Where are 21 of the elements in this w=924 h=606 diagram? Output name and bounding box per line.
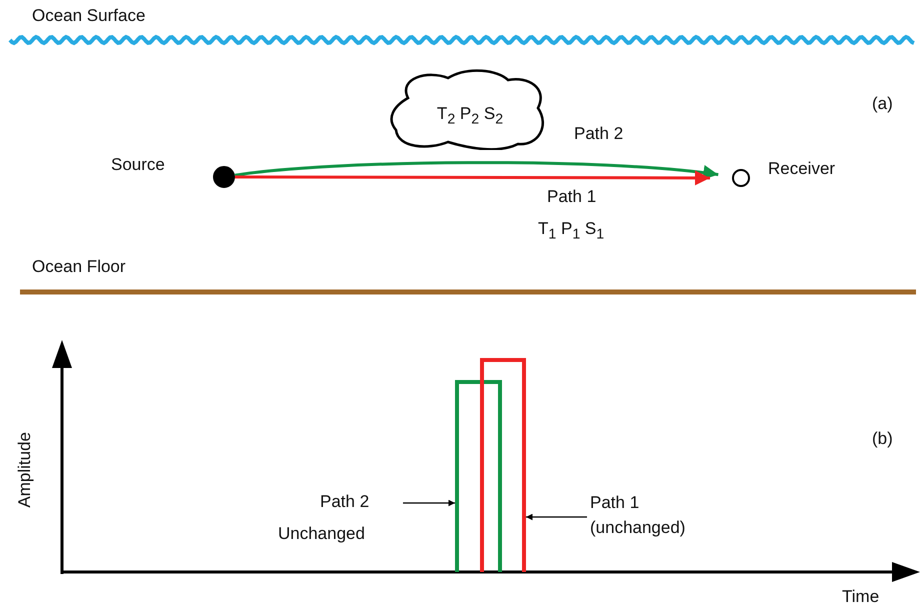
pulse-label: Path 2 (320, 492, 370, 512)
source-dot (213, 166, 235, 188)
leader-arrow (526, 514, 587, 520)
pulse (455, 380, 502, 572)
panel-label: (a) (872, 94, 893, 114)
axis-title: Amplitude (15, 430, 35, 510)
water-properties: T$_{1}$ P$_{1}$ S$_{1}$ (538, 219, 604, 243)
floor-label: Ocean Floor (32, 257, 126, 277)
water-properties: T$_{2}$ P$_{2}$ S$_{2}$ (436, 104, 504, 128)
panel-label: (b) (872, 429, 893, 449)
receiver-circle (732, 169, 750, 187)
pulse-label: Path 1 (590, 493, 640, 513)
receiver-label: Receiver (768, 159, 836, 179)
pulse-note: Unchanged (278, 524, 365, 544)
signal-path-arrow (235, 170, 710, 186)
pulse (480, 358, 526, 572)
leader-arrow (403, 500, 455, 506)
axis-title: Time (842, 587, 880, 606)
surface-label: Ocean Surface (32, 6, 146, 26)
source-label: Source (111, 155, 165, 175)
pulse-label: (unchanged) (590, 518, 686, 538)
